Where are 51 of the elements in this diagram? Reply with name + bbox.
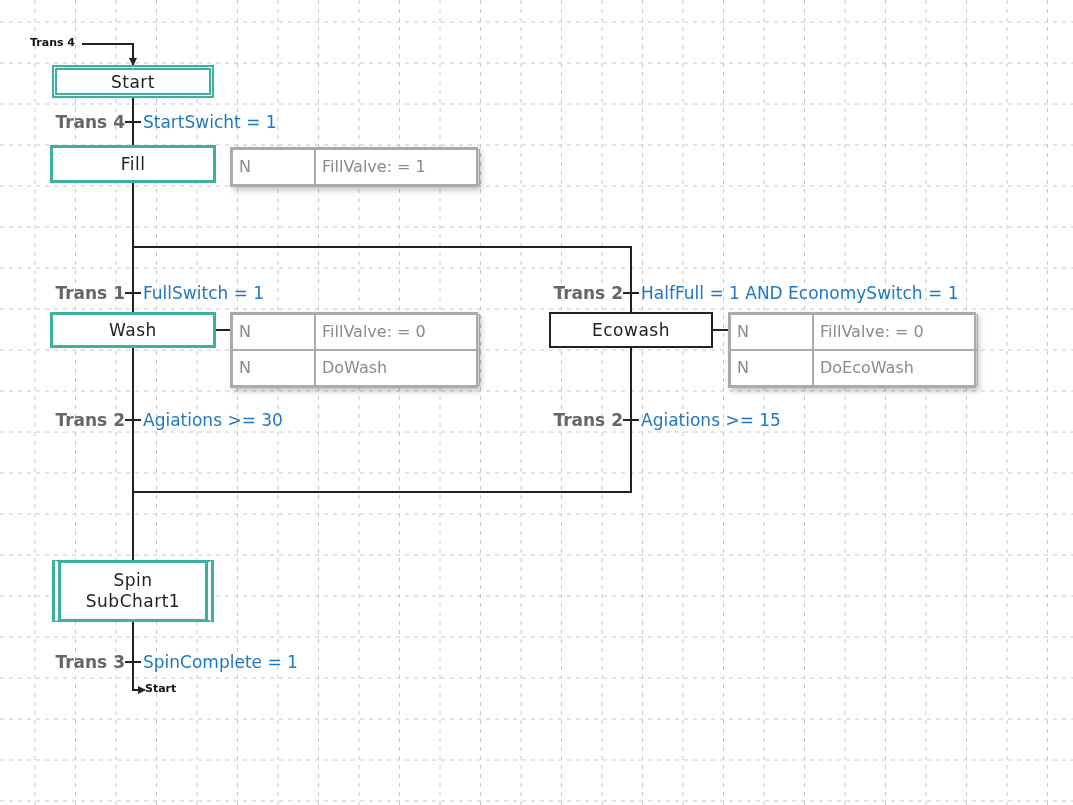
transition-condition: Agiations >= 15 <box>641 410 781 430</box>
arrow <box>81 43 137 66</box>
transition-condition: SpinComplete = 1 <box>143 652 298 672</box>
step-box: Fill <box>50 145 216 183</box>
transition-bar <box>125 412 141 428</box>
action-qualifier: N <box>232 350 315 386</box>
action-qualifier: N <box>730 350 813 386</box>
transition-name: Trans 2 <box>552 283 623 303</box>
action-name: FillValve: = 1 <box>315 149 480 185</box>
connector-line <box>132 621 134 655</box>
step-name: Spin <box>113 569 153 591</box>
transition-condition: HalfFull = 1 AND EconomySwitch = 1 <box>641 283 959 303</box>
transition-condition: Agiations >= 30 <box>143 410 283 430</box>
action-qualifier: N <box>232 314 315 350</box>
connector-line <box>712 329 729 331</box>
transition-condition: FullSwitch = 1 <box>143 283 265 303</box>
transition-name: Trans 1 <box>54 283 125 303</box>
action-table <box>728 312 976 388</box>
action-name: FillValve: = 0 <box>813 314 978 350</box>
transition-bar <box>125 654 141 670</box>
transition-name: Trans 2 <box>552 410 623 430</box>
connector-line <box>132 97 134 115</box>
transition-name: Trans 3 <box>54 652 125 672</box>
initial-step-box: Start <box>52 65 214 98</box>
action-table <box>230 147 478 187</box>
connector-line <box>215 329 231 331</box>
transition-bar <box>623 285 639 301</box>
connector-line <box>630 300 632 313</box>
transition-bar <box>623 412 639 428</box>
transition-name: Trans 2 <box>54 410 125 430</box>
action-name: DoWash <box>315 350 480 386</box>
action-qualifier: N <box>730 314 813 350</box>
connector-line <box>132 347 134 413</box>
step-box: Ecowash <box>549 312 713 348</box>
action-table <box>230 312 478 388</box>
subchart-name: SubChart1 <box>85 591 181 613</box>
connector-line <box>132 300 134 313</box>
action-qualifier: N <box>232 149 315 185</box>
connector-line <box>630 347 632 413</box>
transition-name: Trans 4 <box>54 112 125 132</box>
action-name: FillValve: = 0 <box>315 314 480 350</box>
connector-line <box>132 129 134 146</box>
transition-condition: StartSwicht = 1 <box>143 112 277 132</box>
transition-bar <box>125 114 141 130</box>
jump-source-label: Trans 4 <box>30 36 82 49</box>
transition-bar <box>125 285 141 301</box>
jump-target-label: Start <box>145 682 185 695</box>
arrow <box>132 669 146 694</box>
subchart-step-box <box>52 560 214 622</box>
action-name: DoEcoWash <box>813 350 978 386</box>
step-box: Wash <box>50 312 216 348</box>
